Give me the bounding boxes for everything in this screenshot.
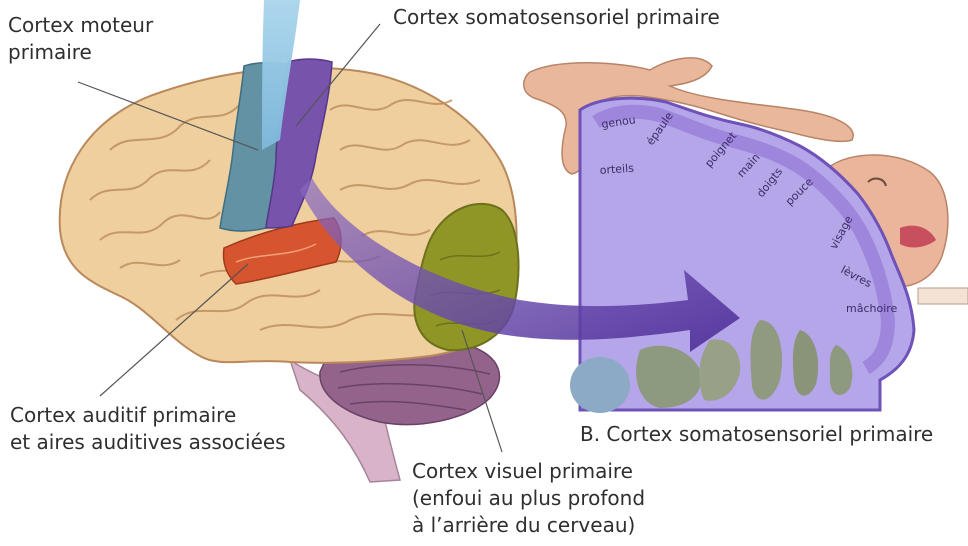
body-map-machoire: mâchoire <box>846 302 898 315</box>
auditory-cortex-label-line1: Cortex auditif primaire <box>10 402 286 429</box>
visual-cortex-label-line2: (enfoui au plus profond <box>412 485 645 512</box>
cortex-section-panel <box>524 58 968 413</box>
visual-cortex-label: Cortex visuel primaire (enfoui au plus p… <box>412 458 645 539</box>
auditory-cortex-label-line2: et aires auditives associées <box>10 429 286 456</box>
visual-cortex-label-line1: Cortex visuel primaire <box>412 458 645 485</box>
panel-b-caption: B. Cortex somatosensoriel primaire <box>580 421 933 448</box>
somatosensory-cortex-label: Cortex somatosensoriel primaire <box>393 4 720 31</box>
motor-cortex-label-line2: primaire <box>8 39 153 66</box>
body-map-orteils: orteils <box>599 162 634 177</box>
auditory-cortex-label: Cortex auditif primaire et aires auditiv… <box>10 402 286 456</box>
visual-cortex-label-line3: à l’arrière du cerveau) <box>412 512 645 539</box>
motor-cortex-label: Cortex moteur primaire <box>8 12 153 66</box>
motor-cortex-label-line1: Cortex moteur <box>8 12 153 39</box>
